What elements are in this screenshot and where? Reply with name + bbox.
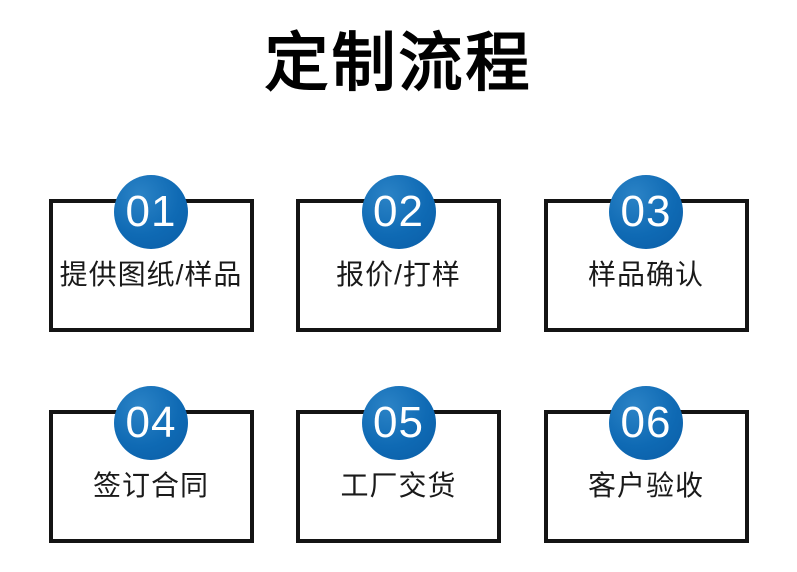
step-label-3: 样品确认 (587, 258, 704, 290)
process-grid: 01 提供图纸/样品 02 报价/打样 03 样品确认 04 (48, 175, 749, 543)
step-label-4: 签订合同 (92, 469, 209, 501)
step-number-4: 04 (125, 398, 177, 447)
step-card-2: 02 报价/打样 (296, 175, 501, 332)
step-card-3: 03 样品确认 (543, 175, 749, 332)
step-number-1: 01 (125, 187, 177, 236)
step-label-1: 提供图纸/样品 (59, 258, 243, 290)
step-label-6: 客户验收 (587, 469, 704, 501)
step-number-badge-6: 06 (609, 386, 683, 460)
step-number-badge-4: 04 (114, 386, 188, 460)
page-title: 定制流程 (264, 27, 533, 99)
step-number-2: 02 (373, 187, 424, 236)
step-number-6: 06 (620, 398, 672, 447)
step-card-4: 04 签订合同 (48, 386, 254, 543)
step-label-2: 报价/打样 (336, 258, 461, 290)
step-card-1: 01 提供图纸/样品 (48, 175, 254, 332)
step-card-6: 06 客户验收 (543, 386, 749, 543)
step-number-badge-3: 03 (609, 175, 683, 249)
step-label-5: 工厂交货 (340, 469, 457, 501)
process-row-2: 04 签订合同 05 工厂交货 06 客户验收 (48, 386, 749, 543)
step-number-badge-1: 01 (114, 175, 188, 249)
step-card-5: 05 工厂交货 (296, 386, 501, 543)
step-number-5: 05 (373, 398, 424, 447)
step-number-3: 03 (620, 187, 672, 236)
step-number-badge-5: 05 (361, 386, 436, 460)
process-row-1: 01 提供图纸/样品 02 报价/打样 03 样品确认 (48, 175, 749, 332)
step-number-badge-2: 02 (361, 175, 436, 249)
